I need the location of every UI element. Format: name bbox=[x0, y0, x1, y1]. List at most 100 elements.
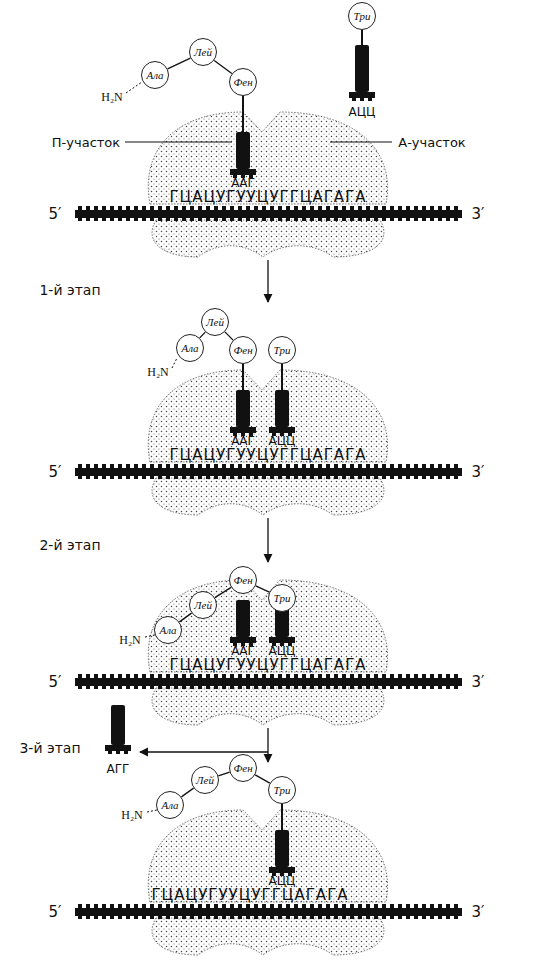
site-label: П-участок bbox=[52, 136, 120, 149]
strand-end: 3′ bbox=[472, 675, 485, 690]
mrna-sequence: ГЦАЦУГУУЦУГГЦАГАГА bbox=[151, 888, 348, 903]
strand-end: 5′ bbox=[49, 675, 62, 690]
amino-acid-circle: Фен bbox=[229, 566, 257, 594]
mrna-sequence: ГЦАЦУГУУЦУГГЦАГАГА bbox=[169, 448, 366, 463]
small-subunit bbox=[152, 478, 384, 515]
stage-label: 2-й этап bbox=[39, 538, 100, 552]
strand-end: 5′ bbox=[49, 207, 62, 222]
peptide-bond bbox=[256, 586, 270, 592]
strand-end: 3′ bbox=[472, 207, 485, 222]
amino-acid-circle: Ала bbox=[141, 61, 169, 89]
terminal-bond bbox=[145, 635, 155, 637]
trna bbox=[269, 364, 295, 436]
amino-terminus: H₂N bbox=[147, 366, 169, 378]
peptide-bond bbox=[200, 332, 206, 338]
terminal-bond bbox=[147, 810, 157, 812]
terminal-bond bbox=[172, 358, 177, 368]
peptide-bond bbox=[218, 772, 229, 776]
small-subunit bbox=[152, 688, 384, 725]
amino-acid-name: Три bbox=[274, 592, 291, 604]
peptide-bond bbox=[179, 613, 191, 622]
step-arrow bbox=[267, 728, 268, 762]
amino-acid-circle: Лей bbox=[201, 308, 229, 336]
ribosome bbox=[148, 370, 387, 515]
amino-acid-name: Фен bbox=[233, 76, 252, 88]
release-arrow bbox=[140, 751, 268, 752]
amino-acid-name: Ала bbox=[146, 69, 163, 81]
amino-terminus: H₂N bbox=[101, 91, 123, 103]
amino-acid-name: Ала bbox=[181, 342, 198, 354]
amino-acid-circle: Фен bbox=[229, 336, 257, 364]
anticodon-label: ААГ bbox=[231, 645, 255, 657]
trna bbox=[230, 96, 256, 178]
large-subunit bbox=[148, 810, 387, 902]
trna bbox=[269, 804, 295, 876]
amino-acid-circle: Лей bbox=[189, 591, 217, 619]
large-subunit bbox=[148, 580, 387, 672]
amino-terminus: H₂N bbox=[119, 634, 141, 646]
anticodon-label: АГГ bbox=[107, 763, 130, 775]
leader-line bbox=[125, 142, 232, 143]
amino-acid-name: Лей bbox=[196, 774, 214, 786]
trna bbox=[105, 705, 131, 754]
amino-acid-name: Фен bbox=[233, 762, 252, 774]
amino-acid-name: Ала bbox=[161, 799, 178, 811]
trna bbox=[230, 600, 256, 646]
anticodon-label: АЦЦ bbox=[269, 435, 296, 447]
anticodon-label: АЦЦ bbox=[269, 875, 296, 887]
amino-acid-circle: Лей bbox=[191, 766, 219, 794]
peptide-bond bbox=[225, 332, 233, 340]
large-subunit bbox=[148, 112, 387, 204]
amino-acid-circle: Три bbox=[348, 2, 376, 30]
amino-acid-name: Ала bbox=[159, 624, 176, 636]
ribosome bbox=[148, 112, 387, 257]
step-arrow bbox=[267, 518, 268, 562]
amino-acid-circle: Фен bbox=[229, 754, 257, 782]
step-arrow bbox=[267, 260, 268, 302]
amino-terminus: H₂N bbox=[121, 809, 143, 821]
peptide-bond bbox=[181, 788, 193, 797]
amino-acid-name: Три bbox=[354, 10, 371, 22]
peptide-bond bbox=[215, 587, 231, 597]
amino-acid-circle: Ала bbox=[154, 616, 182, 644]
amino-acid-name: Лей bbox=[194, 599, 212, 611]
mrna-sequence: ГЦАЦУГУУЦУГГЦАГАГА bbox=[169, 190, 366, 205]
stage-label: 1-й этап bbox=[39, 283, 100, 297]
amino-acid-name: Лей bbox=[194, 46, 212, 58]
anticodon-label: АЦЦ bbox=[269, 645, 296, 657]
small-subunit bbox=[152, 918, 384, 955]
strand-end: 3′ bbox=[472, 905, 485, 920]
amino-acid-name: Три bbox=[274, 344, 291, 356]
amino-acid-circle: Ала bbox=[176, 334, 204, 362]
amino-acid-name: Лей bbox=[206, 316, 224, 328]
amino-acid-name: Фен bbox=[233, 574, 252, 586]
leader-line bbox=[330, 142, 392, 143]
anticodon-label: ААГ bbox=[231, 177, 255, 189]
amino-acid-circle: Фен bbox=[229, 68, 257, 96]
trna bbox=[230, 364, 256, 436]
anticodon-label: АЦЦ bbox=[349, 106, 376, 118]
mrna-strand bbox=[75, 464, 462, 479]
amino-acid-circle: Лей bbox=[189, 38, 217, 66]
amino-acid-name: Фен bbox=[233, 344, 252, 356]
mrna-sequence: ГЦАЦУГУУЦУГГЦАГАГА bbox=[169, 658, 366, 673]
terminal-bond bbox=[126, 82, 142, 93]
amino-acid-circle: Три bbox=[268, 776, 296, 804]
site-label: А-участок bbox=[398, 136, 465, 149]
amino-acid-name: Три bbox=[274, 784, 291, 796]
mrna-strand bbox=[75, 904, 462, 919]
peptide-bond bbox=[214, 60, 232, 73]
anticodon-label: ААГ bbox=[231, 435, 255, 447]
large-subunit bbox=[148, 370, 387, 462]
amino-acid-circle: Ала bbox=[156, 791, 184, 819]
peptide-bond bbox=[168, 58, 191, 69]
mrna-strand bbox=[75, 206, 462, 221]
ribosome bbox=[148, 810, 387, 955]
ribosome bbox=[148, 580, 387, 725]
amino-acid-circle: Три bbox=[268, 584, 296, 612]
stage-label: 3-й этап bbox=[19, 741, 80, 755]
amino-acid-circle: Три bbox=[268, 336, 296, 364]
strand-end: 5′ bbox=[49, 905, 62, 920]
mrna-strand bbox=[75, 674, 462, 689]
